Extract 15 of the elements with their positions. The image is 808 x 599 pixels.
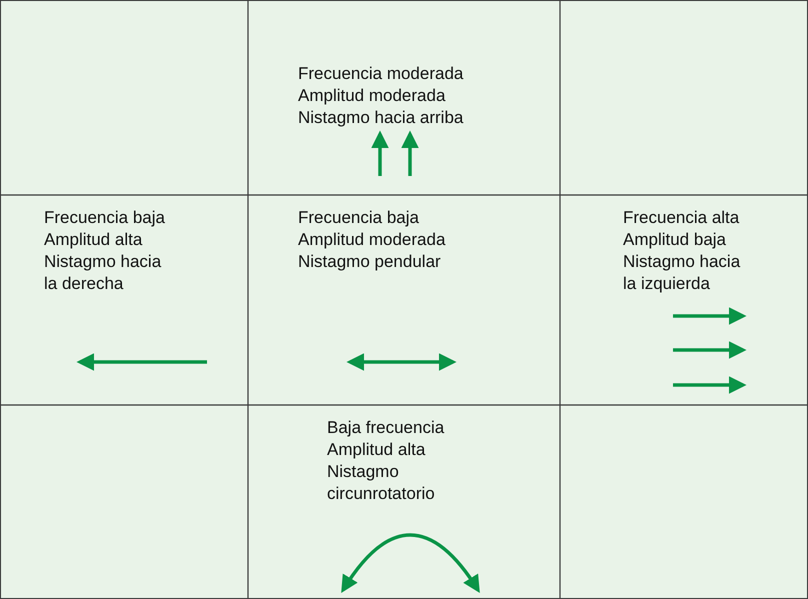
description-text: Frecuencia moderada — [298, 63, 464, 85]
description-text: Amplitud alta — [44, 229, 144, 251]
description-text: Nistagmo hacia arriba — [298, 107, 464, 129]
description-text: Frecuencia baja — [44, 207, 166, 229]
description-text: Baja frecuencia — [327, 417, 446, 439]
description-text: Nistagmo hacia la derecha — [44, 251, 162, 295]
description-text: Amplitud alta — [327, 439, 426, 461]
description-text: Amplitud baja — [623, 229, 728, 251]
description-text: Nistagmo hacia la izquierda — [623, 251, 742, 295]
description-text: Frecuencia alta — [623, 207, 740, 229]
description-text: Nistagmo circunrotatorio — [327, 461, 436, 505]
description-text: Amplitud moderada — [298, 85, 446, 107]
description-text: Frecuencia baja — [298, 207, 420, 229]
description-text: Amplitud moderada — [298, 229, 446, 251]
description-text: Nistagmo pendular — [298, 251, 442, 273]
